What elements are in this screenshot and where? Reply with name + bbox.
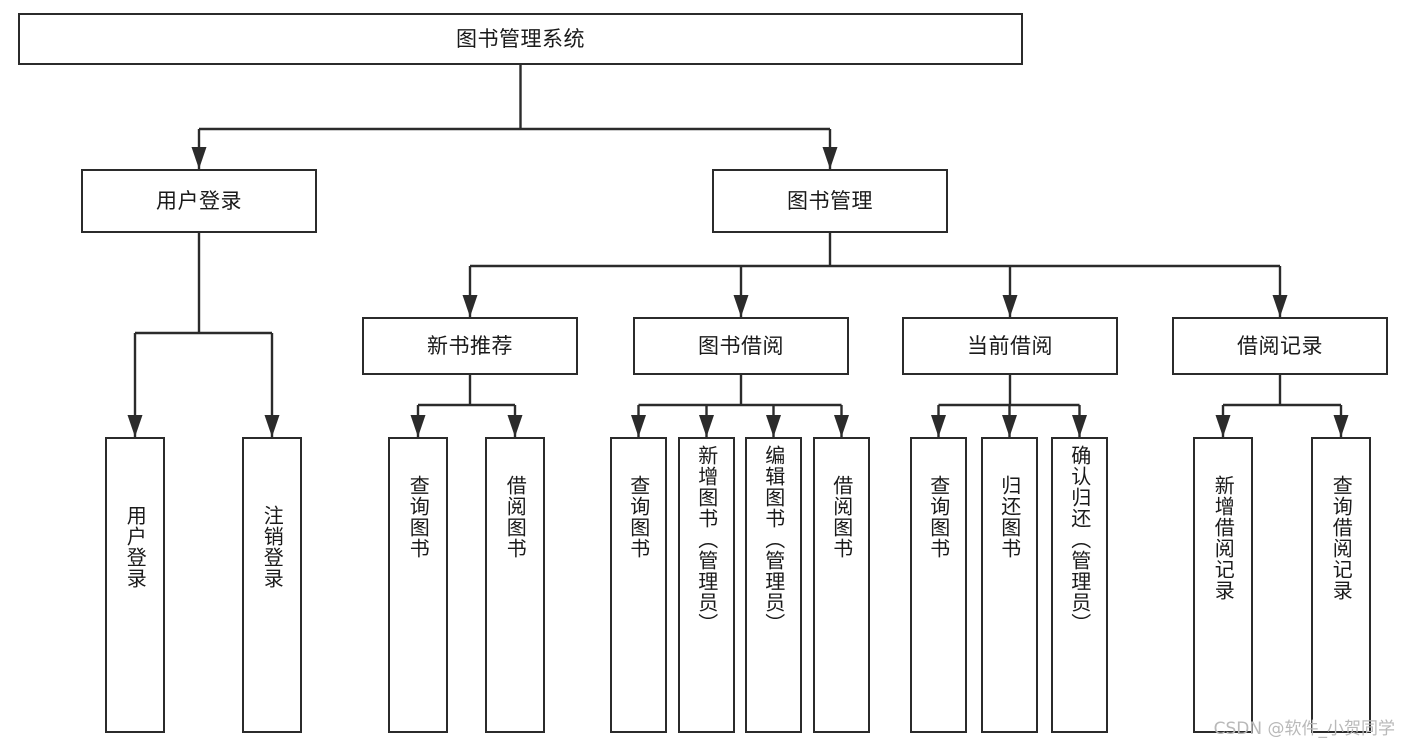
- arrow-head-icon: [1215, 415, 1231, 437]
- node-label: 新增借阅记录: [1211, 475, 1236, 601]
- node-l1-user[interactable]: 用户登录: [81, 169, 317, 233]
- arrow-head-icon: [766, 415, 781, 437]
- node-label: 借阅记录: [1237, 333, 1323, 358]
- node-label: 确认归还（管理员）: [1067, 445, 1092, 634]
- node-l2-record[interactable]: 借阅记录: [1172, 317, 1388, 375]
- node-l2-borrow[interactable]: 图书借阅: [633, 317, 849, 375]
- node-leaf-bor-edit[interactable]: 编辑图书（管理员）: [745, 437, 802, 733]
- node-leaf-bor-query[interactable]: 查询图书: [610, 437, 667, 733]
- node-label: 归还图书: [997, 475, 1022, 559]
- node-label: 新增图书（管理员）: [694, 445, 719, 634]
- node-l1-book[interactable]: 图书管理: [712, 169, 948, 233]
- arrow-head-icon: [733, 295, 749, 317]
- node-label: 图书管理: [787, 188, 873, 213]
- node-leaf-new-borrow[interactable]: 借阅图书: [485, 437, 545, 733]
- node-label: 查询图书: [926, 475, 951, 559]
- node-leaf-cur-query[interactable]: 查询图书: [910, 437, 967, 733]
- node-label: 当前借阅: [967, 333, 1053, 358]
- arrow-head-icon: [507, 415, 523, 437]
- watermark-text: CSDN @软件_小贺同学: [1213, 719, 1395, 739]
- node-leaf-bor-add[interactable]: 新增图书（管理员）: [678, 437, 735, 733]
- node-l2-current[interactable]: 当前借阅: [902, 317, 1118, 375]
- arrow-head-icon: [931, 415, 946, 437]
- arrow-head-icon: [264, 415, 280, 437]
- arrow-head-icon: [127, 415, 143, 437]
- arrow-head-icon: [410, 415, 426, 437]
- node-label: 借阅图书: [503, 475, 528, 559]
- node-label: 借阅图书: [829, 475, 854, 559]
- node-label: 注销登录: [260, 505, 285, 589]
- arrow-head-icon: [462, 295, 478, 317]
- node-label: 图书管理系统: [456, 26, 585, 51]
- node-leaf-cur-return[interactable]: 归还图书: [981, 437, 1038, 733]
- node-root[interactable]: 图书管理系统: [18, 13, 1023, 65]
- arrow-head-icon: [1072, 415, 1087, 437]
- node-label: 查询图书: [406, 475, 431, 559]
- node-leaf-rec-add[interactable]: 新增借阅记录: [1193, 437, 1253, 733]
- node-label: 用户登录: [123, 505, 148, 589]
- arrow-head-icon: [1002, 415, 1017, 437]
- node-label: 查询图书: [626, 475, 651, 559]
- arrow-head-icon: [1272, 295, 1288, 317]
- node-leaf-rec-query[interactable]: 查询借阅记录: [1311, 437, 1371, 733]
- arrow-head-icon: [834, 415, 849, 437]
- node-leaf-new-query[interactable]: 查询图书: [388, 437, 448, 733]
- node-label: 用户登录: [156, 188, 242, 213]
- node-leaf-user-login[interactable]: 用户登录: [105, 437, 165, 733]
- arrow-head-icon: [1333, 415, 1349, 437]
- node-label: 新书推荐: [427, 333, 513, 358]
- node-leaf-bor-lend[interactable]: 借阅图书: [813, 437, 870, 733]
- node-label: 编辑图书（管理员）: [761, 445, 786, 634]
- arrow-head-icon: [631, 415, 646, 437]
- node-leaf-user-logout[interactable]: 注销登录: [242, 437, 302, 733]
- arrow-head-icon: [699, 415, 714, 437]
- node-l2-new[interactable]: 新书推荐: [362, 317, 578, 375]
- node-label: 图书借阅: [698, 333, 784, 358]
- node-label: 查询借阅记录: [1329, 475, 1354, 601]
- node-leaf-cur-confirm[interactable]: 确认归还（管理员）: [1051, 437, 1108, 733]
- arrow-head-icon: [1002, 295, 1018, 317]
- arrow-head-icon: [191, 147, 207, 169]
- arrow-head-icon: [822, 147, 838, 169]
